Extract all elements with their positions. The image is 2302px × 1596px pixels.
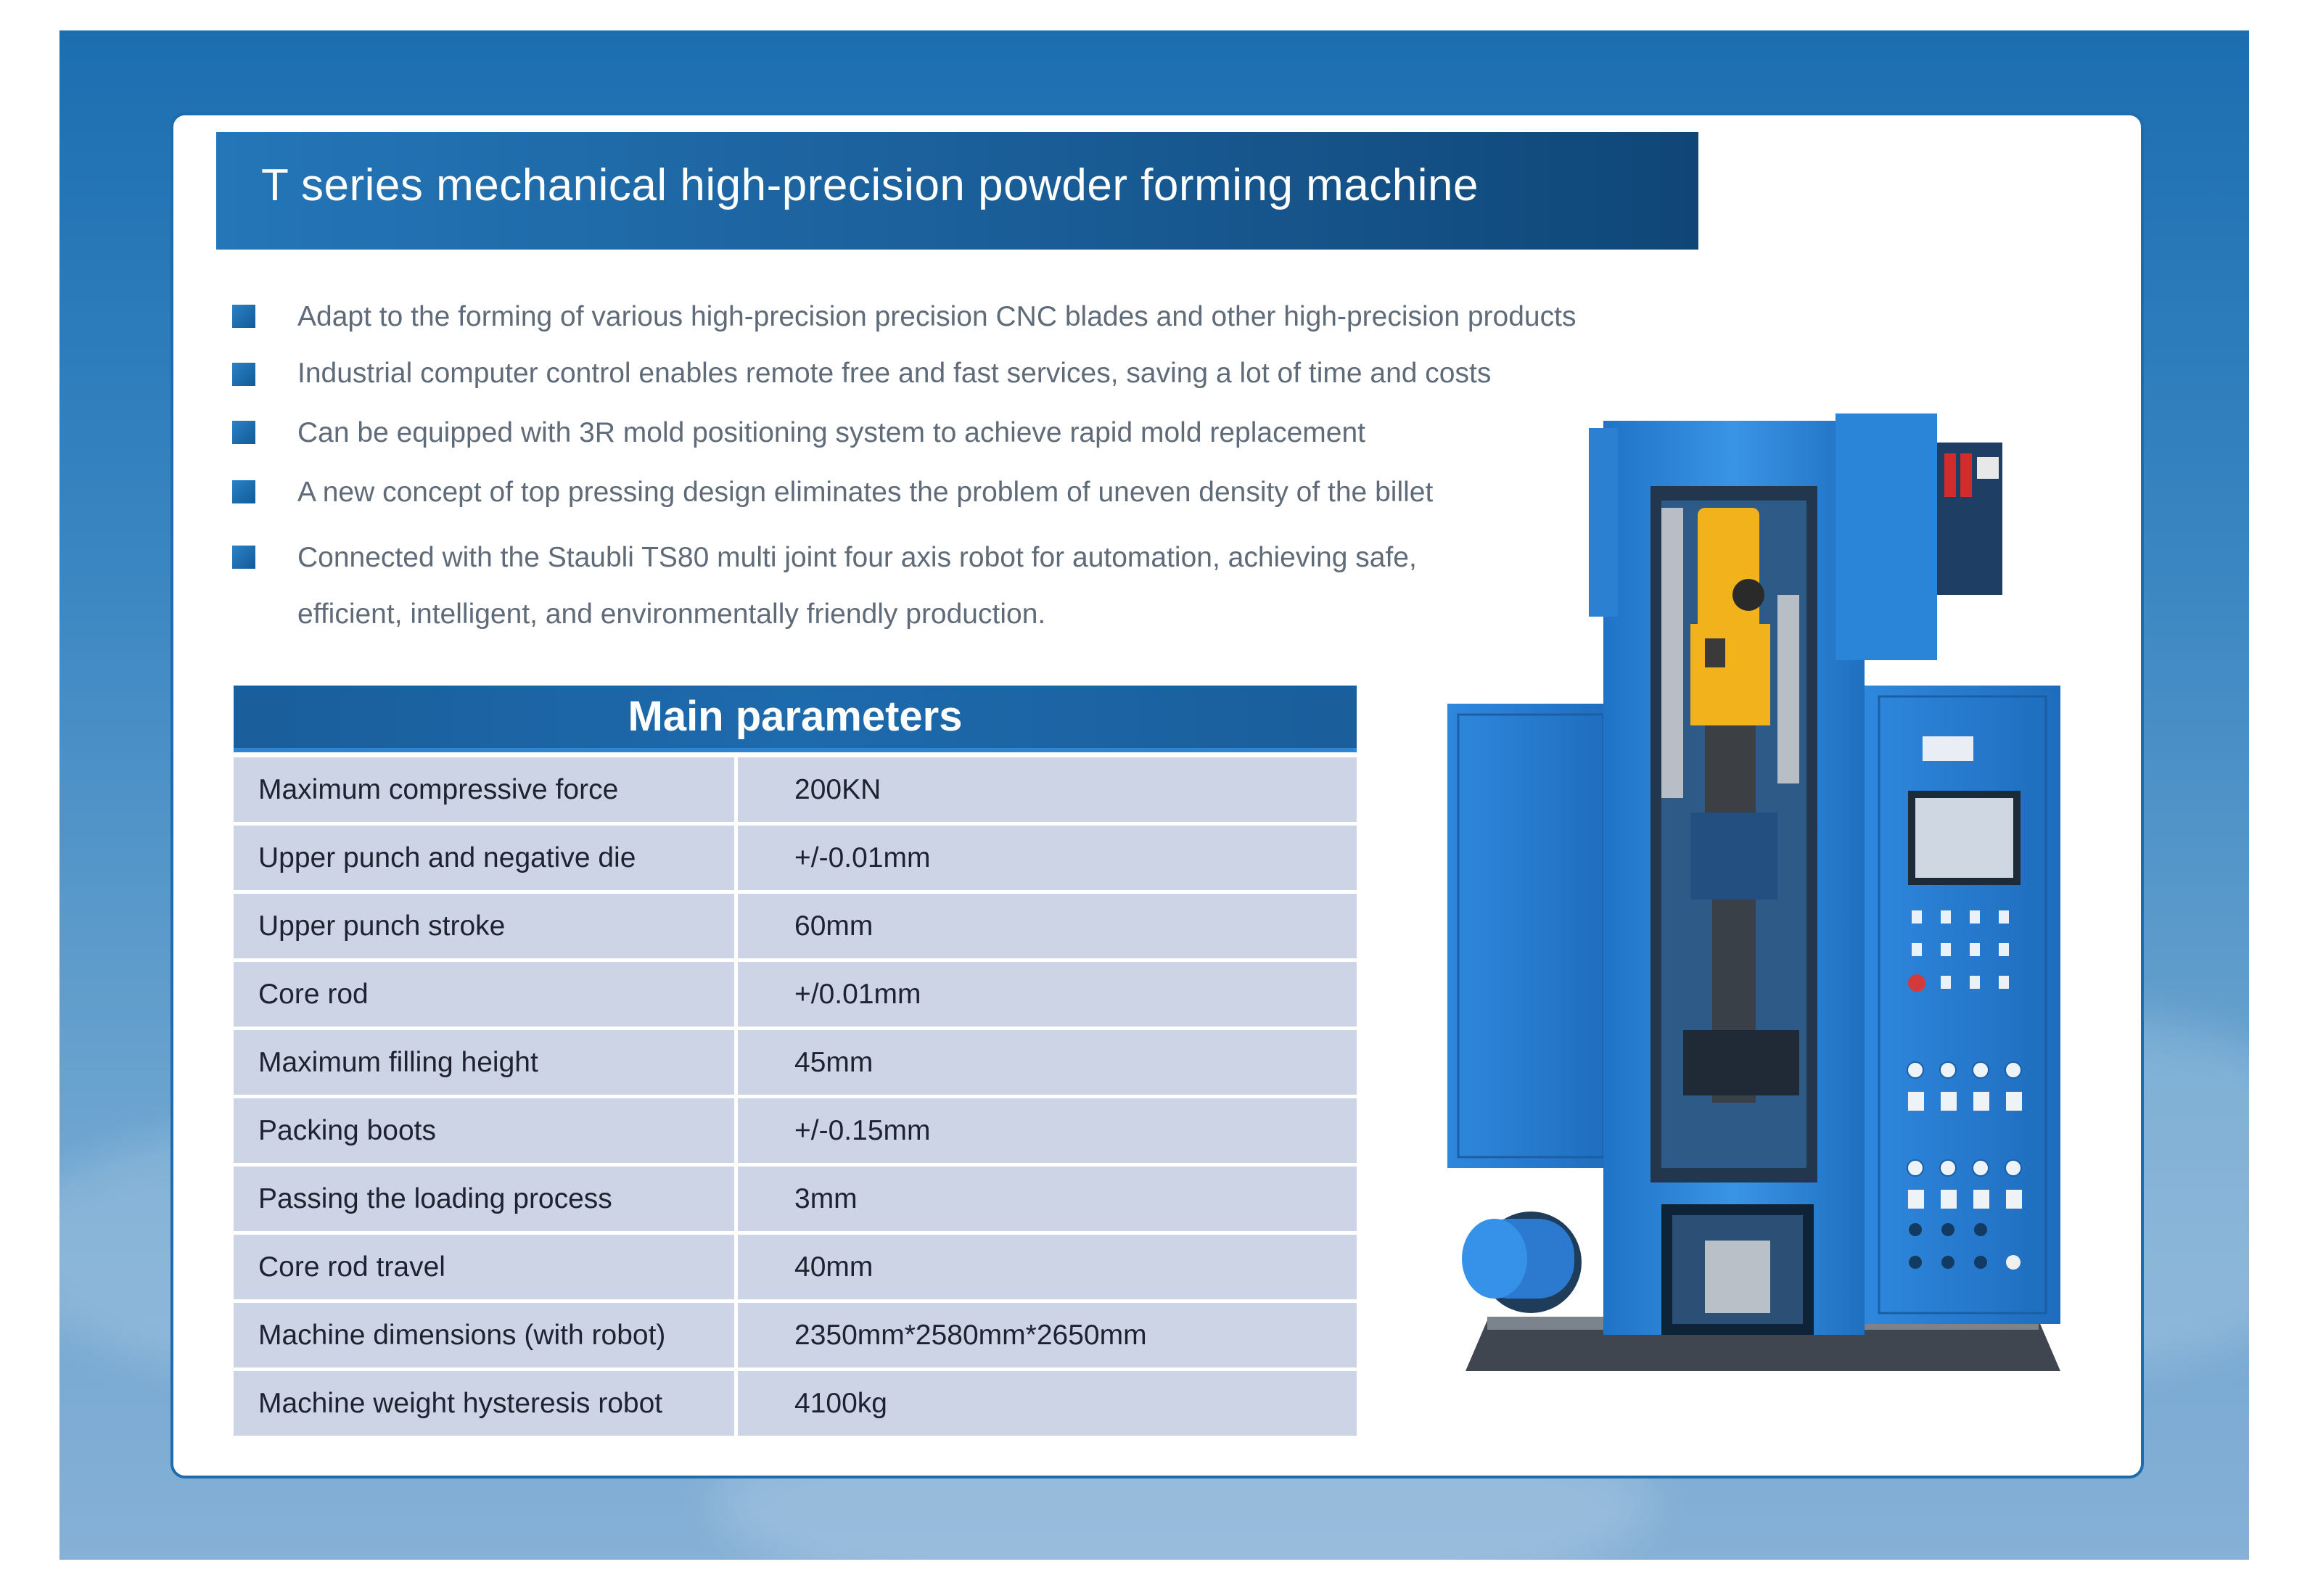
parameter-value: 200KN bbox=[738, 757, 1357, 822]
page-title: T series mechanical high-precision powde… bbox=[261, 160, 1479, 210]
parameter-name: Core rod travel bbox=[234, 1235, 734, 1299]
parameter-value: 60mm bbox=[738, 894, 1357, 958]
feature-text-continuation: efficient, intelligent, and environmenta… bbox=[297, 598, 1046, 630]
parameter-name: Machine dimensions (with robot) bbox=[234, 1303, 734, 1367]
feature-text: A new concept of top pressing design eli… bbox=[297, 477, 1434, 508]
parameter-name: Packing boots bbox=[234, 1098, 734, 1163]
parameter-value: +/0.01mm bbox=[738, 962, 1357, 1027]
parameter-value: 40mm bbox=[738, 1235, 1357, 1299]
parameter-name: Upper punch and negative die bbox=[234, 826, 734, 890]
square-bullet-icon bbox=[232, 363, 255, 386]
table-row: Machine dimensions (with robot) 2350mm*2… bbox=[234, 1303, 1357, 1367]
title-banner: T series mechanical high-precision powde… bbox=[216, 132, 1698, 250]
parameters-heading: Main parameters bbox=[234, 686, 1357, 752]
table-row: Packing boots +/-0.15mm bbox=[234, 1098, 1357, 1163]
parameter-value: 4100kg bbox=[738, 1371, 1357, 1436]
parameter-name: Machine weight hysteresis robot bbox=[234, 1371, 734, 1436]
table-row: Upper punch stroke 60mm bbox=[234, 894, 1357, 958]
parameter-name: Maximum compressive force bbox=[234, 757, 734, 822]
parameters-table: Maximum compressive force 200KN Upper pu… bbox=[234, 757, 1357, 1439]
feature-text: Can be equipped with 3R mold positioning… bbox=[297, 417, 1365, 448]
table-row: Upper punch and negative die +/-0.01mm bbox=[234, 826, 1357, 890]
machine-illustration bbox=[1447, 414, 2060, 1371]
parameter-value: 45mm bbox=[738, 1030, 1357, 1095]
square-bullet-icon bbox=[232, 480, 255, 503]
parameter-value: +/-0.15mm bbox=[738, 1098, 1357, 1163]
square-bullet-icon bbox=[232, 305, 255, 328]
table-row: Core rod travel 40mm bbox=[234, 1235, 1357, 1299]
parameter-value: 2350mm*2580mm*2650mm bbox=[738, 1303, 1357, 1367]
feature-text: Industrial computer control enables remo… bbox=[297, 358, 1492, 389]
parameter-name: Maximum filling height bbox=[234, 1030, 734, 1095]
table-row: Maximum compressive force 200KN bbox=[234, 757, 1357, 822]
feature-text: Adapt to the forming of various high-pre… bbox=[297, 301, 1577, 332]
feature-text: Connected with the Staubli TS80 multi jo… bbox=[297, 542, 1417, 573]
parameter-name: Core rod bbox=[234, 962, 734, 1027]
table-row: Passing the loading process 3mm bbox=[234, 1167, 1357, 1231]
square-bullet-icon bbox=[232, 546, 255, 569]
parameter-name: Passing the loading process bbox=[234, 1167, 734, 1231]
table-row: Machine weight hysteresis robot 4100kg bbox=[234, 1371, 1357, 1436]
parameter-value: +/-0.01mm bbox=[738, 826, 1357, 890]
table-row: Core rod +/0.01mm bbox=[234, 962, 1357, 1027]
parameter-name: Upper punch stroke bbox=[234, 894, 734, 958]
parameter-value: 3mm bbox=[738, 1167, 1357, 1231]
table-row: Maximum filling height 45mm bbox=[234, 1030, 1357, 1095]
square-bullet-icon bbox=[232, 421, 255, 444]
